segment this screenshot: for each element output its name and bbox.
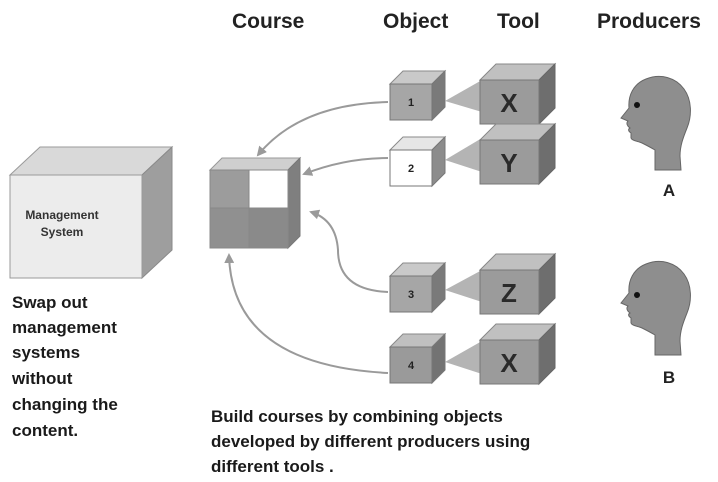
producer-head-a-icon — [620, 75, 691, 171]
course-cell-1 — [209, 169, 250, 209]
header-producers: Producers — [597, 10, 701, 33]
tool-label-2: Y — [500, 148, 517, 178]
object-cube-1 — [389, 83, 433, 121]
caption-bottom-line: different tools . — [211, 457, 334, 476]
producer-a: A — [620, 75, 691, 200]
tool-connector-4 — [445, 341, 482, 374]
object-row-3: 3 Z — [388, 252, 557, 316]
object-cube-2 — [389, 149, 433, 187]
management-system-box: Management System — [8, 145, 174, 280]
caption-left-line: changing the — [12, 395, 118, 414]
course-cell-3 — [209, 207, 250, 249]
object-row-1: 1 X — [388, 62, 557, 126]
tool-connector-3 — [445, 270, 482, 302]
caption-left-line: systems — [12, 343, 80, 362]
course-cell-4 — [248, 207, 289, 249]
caption-swap-management: Swap out management systems without chan… — [11, 293, 118, 440]
management-system-label-line2: System — [41, 225, 84, 239]
connector-object-2 — [302, 157, 389, 176]
caption-left-line: Swap out — [12, 293, 88, 312]
connector-object-4 — [224, 253, 389, 374]
object-number-4: 4 — [408, 360, 415, 372]
course-cube — [208, 156, 302, 250]
connector-object-3 — [309, 209, 389, 293]
connector-object-1 — [256, 101, 389, 157]
object-number-1: 1 — [408, 97, 414, 109]
producer-eye-a — [634, 102, 640, 108]
producer-eye-b — [634, 292, 640, 298]
producer-label-a: A — [663, 181, 675, 200]
tool-connector-2 — [445, 138, 482, 172]
object-cube-3 — [389, 275, 433, 313]
caption-build-courses: Build courses by combining objects devel… — [211, 407, 530, 476]
object-cube-4 — [389, 346, 433, 384]
tool-box-3 — [479, 269, 540, 315]
object-row-2: 2 Y — [388, 122, 557, 188]
caption-left-line: without — [11, 369, 73, 388]
tool-connector-1 — [445, 80, 482, 112]
header-course: Course — [232, 10, 304, 33]
caption-bottom-line: Build courses by combining objects — [211, 407, 503, 426]
tool-box-4 — [479, 339, 540, 385]
caption-left-line: management — [12, 318, 117, 337]
tool-box-2 — [479, 139, 540, 185]
caption-bottom-line: developed by different producers using — [211, 432, 530, 451]
object-row-4: 4 X — [388, 322, 557, 386]
tool-label-4: X — [500, 348, 518, 378]
header-tool: Tool — [497, 10, 540, 33]
management-system-label-line1: Management — [25, 208, 98, 222]
tool-label-3: Z — [501, 278, 517, 308]
producer-label-b: B — [663, 368, 675, 387]
producer-b: B — [620, 260, 691, 387]
object-number-2: 2 — [408, 163, 414, 175]
caption-left-line: content. — [12, 421, 78, 440]
header-object: Object — [383, 10, 448, 33]
tool-label-1: X — [500, 88, 518, 118]
object-number-3: 3 — [408, 289, 414, 301]
course-cell-2 — [248, 169, 289, 209]
producer-head-b-icon — [620, 260, 691, 356]
